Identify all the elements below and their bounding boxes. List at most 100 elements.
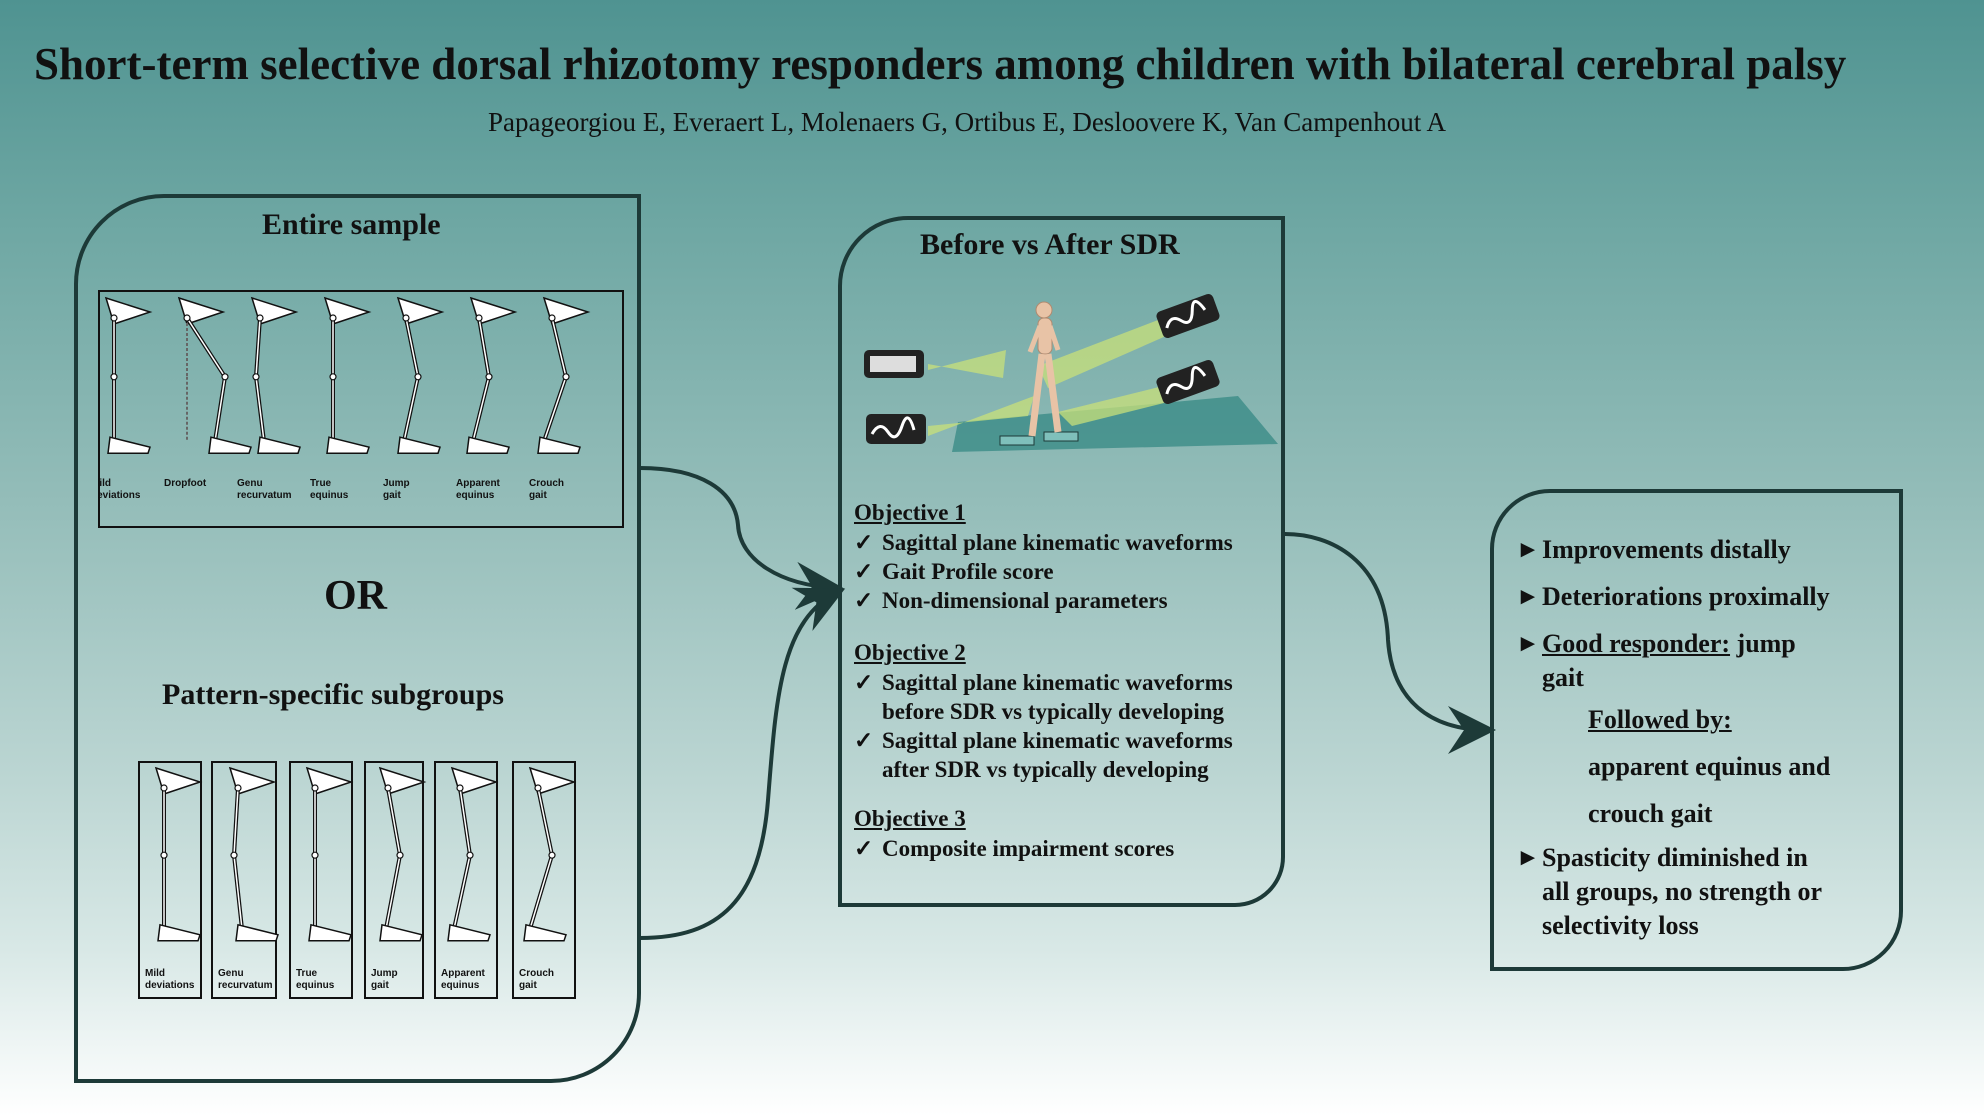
pattern-label: Jump [371,968,398,979]
before-after-panel [838,216,1285,907]
check-icon: ✓ [854,559,874,584]
pattern-label: equinus [456,490,495,501]
walking-child-figure [1027,301,1062,437]
pattern-frame [211,761,277,999]
pattern-label: equinus [310,490,349,501]
pattern-label: gait [371,980,389,991]
pattern-label: recurvatum [218,980,273,991]
pattern-label: True [310,478,332,489]
check-icon: ✓ [854,530,874,555]
pattern-label: Crouch [519,968,554,979]
camera-icon [1156,293,1220,339]
subgroups-heading: Pattern-specific subgroups [162,678,504,711]
followed-by-label: Followed by: [1588,705,1732,734]
objective-item: ✓Sagittal plane kinematic waveforms [854,528,1233,557]
objective-2: Objective 2 ✓Sagittal plane kinematic wa… [854,640,1233,784]
camera-beam [928,350,1006,378]
camera-icon [1156,359,1220,405]
result-text: jump [1730,629,1796,658]
result-text: crouch gait [1588,799,1713,828]
pattern-frame [434,761,498,999]
entire-sample-panel [74,194,641,1083]
arrow-from-subgroups [639,587,846,940]
pattern-label: equinus [441,980,480,991]
pattern-label: gait [519,980,537,991]
pattern-label: deviations [98,490,141,501]
objective-item-text: after SDR vs typically developing [882,757,1209,782]
result-text: all groups, no strength or [1542,877,1823,906]
results-list: ►Improvements distally ►Deteriorations p… [1516,533,1830,943]
objective-title: Objective 3 [854,806,966,831]
pattern-label: Apparent [456,478,501,489]
pattern-label: equinus [296,980,335,991]
objective-item: ✓ Sagittal plane kinematic waveforms after… [854,726,1233,784]
pattern-label: Jump [383,478,410,489]
pattern-label: gait [529,490,547,501]
result-item: ►Improvements distally [1516,533,1830,567]
pattern-label: True [296,968,318,979]
objective-title: Objective 1 [854,500,966,525]
camera-beam [1058,386,1168,426]
result-text: apparent equinus and [1588,752,1831,781]
camera-icon [866,414,926,444]
gait-patterns-figure-bottom: MilddeviationsGenurecurvatumTrueequinusJ… [138,761,577,999]
good-responder-label: Good responder: [1542,629,1731,658]
pattern-label: deviations [145,980,195,991]
gait-pattern-dropfoot: Dropfoot [164,296,252,489]
objective-item-text: Gait Profile score [882,559,1054,584]
objectives-list: Objective 1 ✓Sagittal plane kinematic wa… [854,500,1233,863]
pattern-label: Dropfoot [164,478,207,489]
pattern-label: Apparent [441,968,486,979]
camera-icon [864,350,924,378]
result-item: ►Good responder: jump gait [1516,627,1830,695]
objective-item-text: before SDR vs typically developing [882,699,1225,724]
check-icon: ✓ [854,588,874,613]
result-text: gait [1542,663,1584,692]
camera-beam [928,396,1034,436]
entire-sample-heading: Entire sample [262,208,441,241]
objective-item-text: Non-dimensional parameters [882,588,1168,613]
triangle-bullet-icon: ► [1516,537,1540,563]
page-title: Short-term selective dorsal rhizotomy re… [34,39,1847,89]
triangle-bullet-icon: ► [1516,631,1540,657]
motion-capture-illustration [864,293,1278,452]
objective-item-text: Sagittal plane kinematic waveforms [882,728,1233,753]
author-text: Papageorgiou E, Everaert L, Molenaers G,… [487,107,1447,137]
objective-item: ✓ Non-dimensional parameters [854,586,1233,615]
pattern-label: Genu [218,968,244,979]
check-icon: ✓ [854,728,874,753]
result-text: Improvements distally [1542,535,1791,564]
pattern-label: recurvatum [237,490,292,501]
result-text: selectivity loss [1542,911,1699,940]
force-plate [999,435,1035,446]
objective-item: ✓Composite impairment scores [854,834,1233,863]
pattern-label: Mild [145,968,165,979]
pattern-frame [512,761,576,999]
check-icon: ✓ [854,670,874,695]
triangle-bullet-icon: ► [1516,584,1540,610]
check-icon: ✓ [854,836,874,861]
objective-1: Objective 1 ✓Sagittal plane kinematic wa… [854,500,1233,615]
pattern-label: gait [383,490,401,501]
camera-beam [1038,320,1166,388]
pattern-label: Crouch [529,478,564,489]
pattern-frame [138,761,202,999]
pattern-label: Mild [98,478,111,489]
arrow-from-entire-sample [639,466,844,610]
arrow-to-results [1284,532,1496,754]
pattern-frame [364,761,424,999]
or-label: OR [324,573,387,619]
